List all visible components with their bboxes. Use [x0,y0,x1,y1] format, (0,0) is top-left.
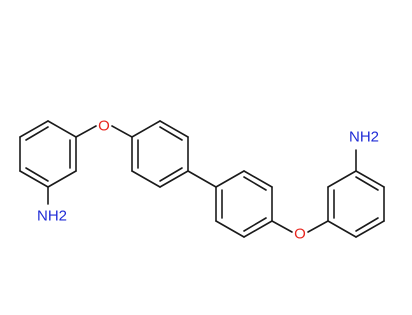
ring-aminophenyl-right [327,170,385,238]
oxygen-left-label: O [98,118,110,135]
oxygen-right-label: O [294,226,306,243]
ring-biphenyl-left [131,120,189,188]
amine-left-label: NH2 [37,208,67,225]
bond-oxygen-ringD [307,220,329,233]
linker-bonds [47,125,357,233]
bond-oxygen-ringB [111,125,133,138]
ring-aminophenyl-left [19,120,77,188]
bond-ringC-oxygen [271,220,293,233]
ring-biphenyl-right [215,170,273,238]
bond-ringA-oxygen [75,125,97,138]
bond-biphenyl [187,170,217,188]
amine-right-label: NH2 [349,129,379,146]
